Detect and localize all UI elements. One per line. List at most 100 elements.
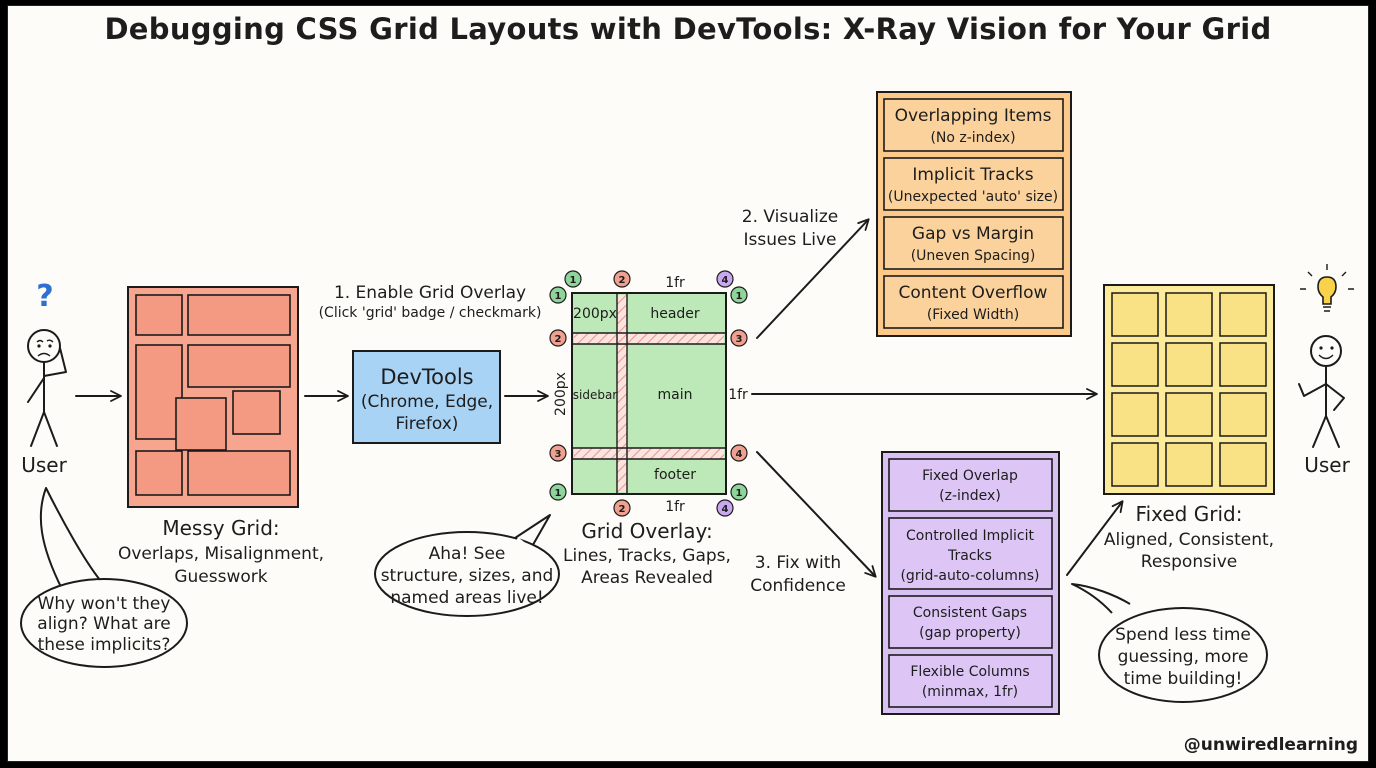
bubble-aha-line: structure, sizes, and	[381, 566, 554, 586]
user-left-head	[27, 329, 61, 363]
bubble-user-shape	[20, 578, 188, 668]
grid-line-badge-number: 2	[555, 334, 562, 345]
bubble-user-tail	[39, 487, 101, 590]
grid-line-badge-number: 4	[736, 449, 743, 460]
issue-item-title: Content Overflow	[899, 283, 1048, 303]
fixed-grid-cell	[1219, 342, 1267, 387]
issue-item: Gap vs Margin (Uneven Spacing)	[883, 216, 1064, 270]
grid-line-badge	[613, 270, 631, 288]
issues-panel: Overlapping Items (No z-index) Implicit …	[876, 91, 1072, 337]
user-right-head	[1310, 335, 1342, 367]
fixed-grid-cell	[1111, 342, 1159, 387]
overlay-area-col-size: 200px	[573, 306, 617, 322]
messy-grid-cell	[187, 450, 291, 496]
devtools-browsers: Firefox)	[396, 414, 459, 434]
bubble-end-line: guessing, more	[1118, 647, 1249, 667]
overlay-grid-caption: Lines, Tracks, Gaps,	[563, 546, 731, 566]
step3-label: Confidence	[750, 576, 846, 596]
devtools-box: DevTools (Chrome, Edge, Firefox)	[352, 350, 501, 444]
fixed-grid-caption: Responsive	[1141, 552, 1237, 572]
devtools-box-shape	[352, 350, 501, 444]
user-left-mouth	[37, 352, 51, 357]
issue-item: Content Overflow (Fixed Width)	[883, 275, 1064, 329]
user-left-figure: ? User	[21, 279, 67, 477]
fixed-grid-cell	[1111, 392, 1159, 437]
messy-grid-title: Messy Grid:	[162, 516, 279, 540]
fixed-grid-cell	[1111, 442, 1159, 487]
messy-grid-cell	[232, 390, 281, 435]
grid-line-badge-number: 4	[722, 504, 729, 515]
user-left-eyebrows	[36, 339, 54, 343]
fix-item-line: (z-index)	[939, 488, 1001, 504]
user-left-eye	[48, 344, 52, 348]
grid-line-badge	[730, 329, 748, 347]
fix-item-line: Consistent Gaps	[913, 605, 1027, 621]
question-mark-icon: ?	[36, 279, 53, 314]
fix-item: Flexible Columns (minmax, 1fr)	[888, 654, 1053, 708]
issue-item-detail: (Unexpected 'auto' size)	[888, 189, 1058, 205]
messy-grid: Messy Grid: Overlaps, Misalignment, Gues…	[118, 286, 324, 587]
fix-item: Fixed Overlap (z-index)	[888, 458, 1053, 512]
bubble-user-line: Why won't they	[38, 594, 171, 614]
overlay-grid: 200px header sidebar main footer 1fr 1fr…	[549, 270, 748, 588]
issue-item-detail: (No z-index)	[930, 130, 1015, 146]
user-left-arm	[27, 377, 45, 403]
fix-item-box	[888, 517, 1053, 590]
overlay-column-gap	[617, 295, 627, 492]
bubble-end: Spend less time guessing, more time buil…	[1071, 583, 1268, 703]
overlay-area-sidebar: sidebar	[573, 388, 618, 402]
fix-item: Consistent Gaps (gap property)	[888, 595, 1053, 649]
grid-line-badge	[549, 483, 567, 501]
grid-line-badge-number: 2	[619, 275, 626, 286]
step2-label: Issues Live	[744, 230, 837, 250]
grid-line-badge	[730, 483, 748, 501]
fix-item-box	[888, 595, 1053, 649]
bubble-aha-shape	[374, 531, 560, 617]
overlay-track-top: 1fr	[665, 275, 685, 291]
fixed-grid-cell	[1219, 292, 1267, 337]
user-right-figure: User	[1298, 264, 1354, 477]
issue-item: Implicit Tracks (Unexpected 'auto' size)	[883, 157, 1064, 211]
fixed-grid-cell	[1111, 292, 1159, 337]
arrow-overlay-to-fixes	[756, 451, 877, 578]
overlay-track-left: 200px	[553, 372, 569, 416]
bubble-end-line: time building!	[1124, 669, 1243, 689]
messy-grid-cell	[187, 294, 291, 336]
user-left-label: User	[21, 453, 67, 477]
issue-item-box	[883, 216, 1064, 270]
messy-grid-cell	[135, 294, 183, 336]
grid-line-badge-number: 1	[736, 488, 743, 499]
step1-subtitle: (Click 'grid' badge / checkmark)	[319, 305, 542, 321]
grid-line-badge-number: 1	[555, 291, 562, 302]
page-title: Debugging CSS Grid Layouts with DevTools…	[104, 12, 1271, 46]
arrow-fixes-to-fixed	[1066, 500, 1124, 576]
overlay-track-bottom: 1fr	[665, 499, 685, 515]
messy-grid-cell	[187, 344, 291, 388]
step3-label: 3. Fix with	[755, 553, 841, 573]
bubble-user-line: these implicits?	[38, 635, 171, 655]
fixed-grid-cell	[1165, 292, 1213, 337]
grid-line-badge	[730, 444, 748, 462]
grid-line-badge	[549, 329, 567, 347]
grid-line-badge-number: 1	[555, 488, 562, 499]
issue-item-box	[883, 275, 1064, 329]
user-right-label: User	[1304, 453, 1350, 477]
issue-item: Overlapping Items (No z-index)	[883, 98, 1064, 152]
fix-item-line: Controlled Implicit	[906, 528, 1034, 544]
issue-item-detail: (Fixed Width)	[927, 307, 1019, 323]
user-right-eye	[1319, 346, 1323, 350]
fix-item: Controlled Implicit Tracks (grid-auto-co…	[888, 517, 1053, 590]
overlay-grid-title: Grid Overlay:	[581, 519, 712, 543]
bubble-end-tail	[1071, 583, 1131, 614]
grid-line-badge-number: 3	[736, 334, 743, 345]
fix-item-line: (gap property)	[919, 625, 1021, 641]
user-left-eye	[37, 344, 41, 348]
overlay-grid-box	[571, 292, 727, 495]
messy-grid-cell-overlapping	[175, 397, 227, 451]
overlay-row-gap	[574, 448, 724, 459]
grid-line-badge-number: 2	[619, 504, 626, 515]
grid-line-badge	[549, 444, 567, 462]
issue-item-detail: (Uneven Spacing)	[911, 248, 1036, 264]
grid-line-badge-number: 3	[555, 449, 562, 460]
